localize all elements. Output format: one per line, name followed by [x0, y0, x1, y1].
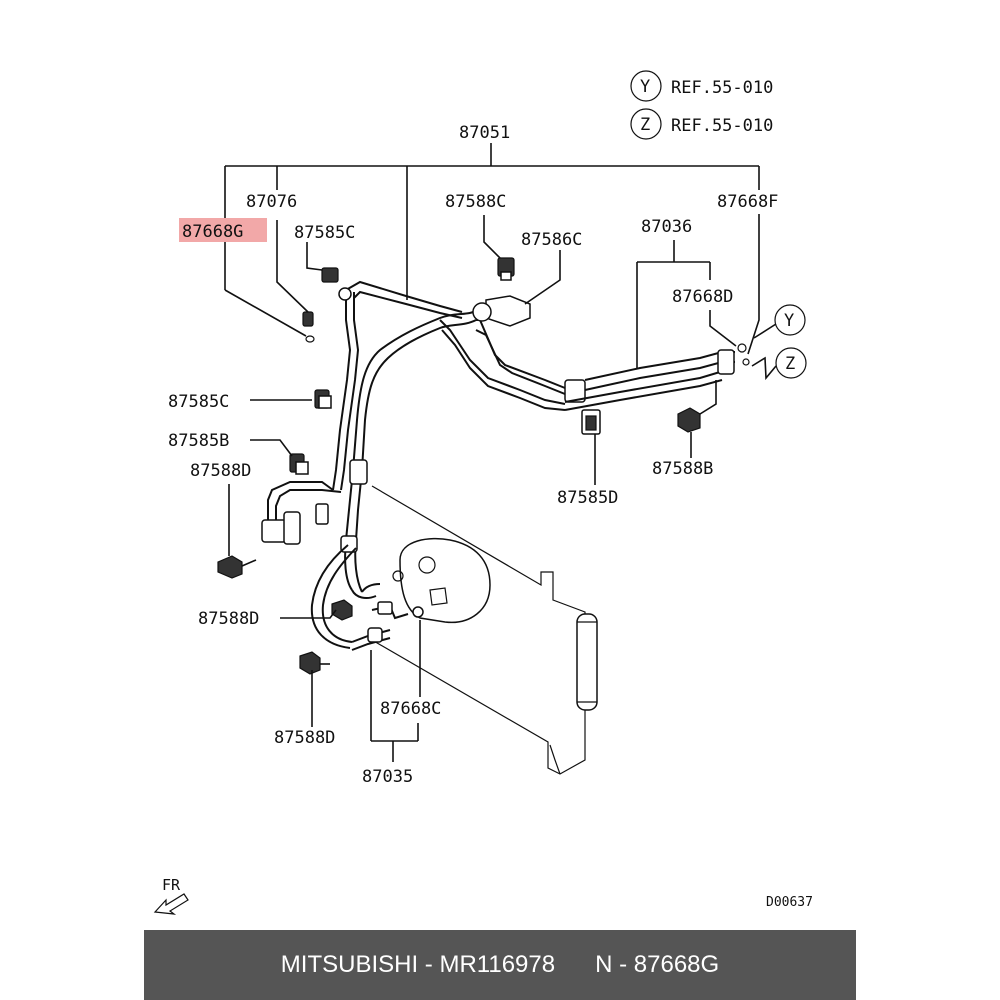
ref-y-text: REF.55-010	[671, 78, 773, 98]
label-87588C: 87588C	[445, 192, 506, 212]
fr-label: FR	[162, 876, 181, 894]
label-87035: 87035	[362, 767, 413, 787]
front-arrow-icon: FR	[153, 876, 189, 915]
marker-z-circle	[775, 347, 807, 379]
condenser	[371, 485, 598, 775]
footer-part-number: MR116978	[439, 951, 556, 978]
label-87588B: 87588B	[652, 459, 713, 479]
highlight-87668G	[179, 218, 267, 242]
thin-tube-left	[332, 280, 463, 491]
marker-y: Y	[784, 311, 794, 331]
fastener-87588C	[497, 257, 515, 281]
discharge-line-87035	[351, 601, 424, 651]
label-87668C: 87668C	[380, 699, 441, 719]
label-87585B: 87585B	[168, 431, 229, 451]
label-87585C-top: 87585C	[294, 223, 355, 243]
label-87076: 87076	[246, 192, 297, 212]
ref-z-callout: Z REF.55-010	[630, 108, 773, 140]
label-87668D: 87668D	[672, 287, 733, 307]
leaders	[224, 214, 777, 762]
ref-z-text: REF.55-010	[671, 116, 773, 136]
compressor	[392, 537, 491, 624]
label-87051: 87051	[459, 123, 510, 143]
part-footer-bar: MITSUBISHI - MR116978 N - 87668G	[144, 930, 856, 1000]
oring-87668D	[737, 343, 750, 366]
clamp-87586C	[472, 295, 531, 327]
footer-gap	[555, 951, 595, 979]
footer-brand: MITSUBISHI	[280, 951, 419, 978]
footer-sep: -	[418, 951, 440, 978]
ref-y-letter: Y	[640, 77, 650, 97]
footer-ref-number: N - 87668G	[595, 951, 720, 978]
label-87036: 87036	[641, 217, 692, 237]
ref-y-callout: Y REF.55-010	[630, 70, 773, 102]
ref-z-letter: Z	[640, 115, 650, 135]
label-87588D-b: 87588D	[198, 609, 259, 629]
bolt-87588D-c	[299, 651, 330, 675]
bolt-87588B	[677, 407, 701, 433]
clip-87585C-top	[321, 267, 339, 283]
label-87668F: 87668F	[717, 192, 778, 212]
bolt-87588D-a	[217, 555, 257, 579]
clip-87585D	[581, 409, 601, 435]
label-87585D: 87585D	[557, 488, 618, 508]
clip-87585B	[289, 453, 309, 475]
label-87588D-a: 87588D	[190, 461, 251, 481]
oring-87668G	[302, 311, 315, 343]
lower-left-tube	[261, 481, 342, 545]
label-87588D-c: 87588D	[274, 728, 335, 748]
marker-z: Z	[785, 354, 795, 374]
label-87586C: 87586C	[521, 230, 582, 250]
diagram-code: D00637	[766, 895, 813, 910]
parts-diagram: Y REF.55-010 Z REF.55-010	[153, 70, 813, 915]
marker-y-circle	[774, 304, 806, 336]
label-87585C-left: 87585C	[168, 392, 229, 412]
clip-87585C-left	[314, 389, 332, 409]
label-87668G: 87668G	[182, 222, 243, 242]
liquid-line-87036	[439, 319, 735, 411]
